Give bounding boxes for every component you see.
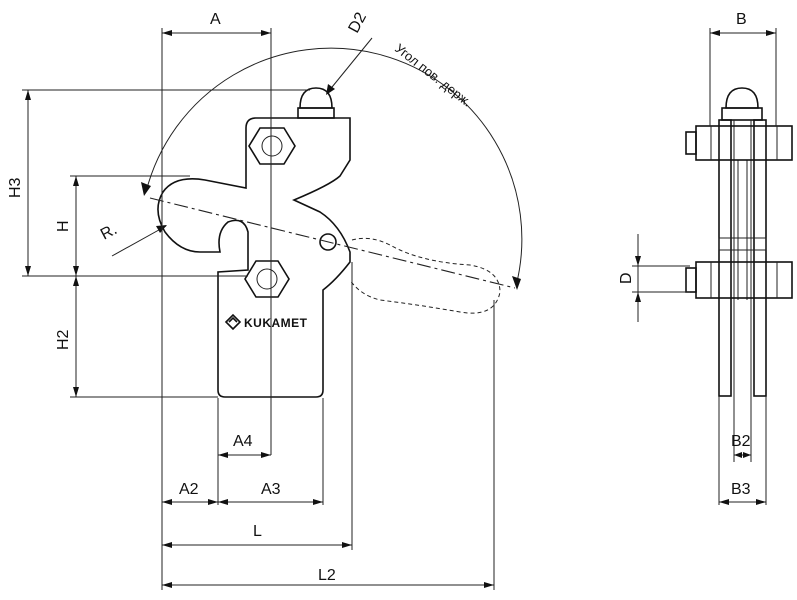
radius-leader [111,225,167,257]
d2-leader [327,37,373,93]
pivot-pin [319,233,337,251]
dim-label-h: H [55,220,72,232]
dim-a4-arrow-right [261,452,271,458]
dim-label-a3: A3 [261,481,281,498]
dim-label-l2: L2 [318,567,336,584]
side-plate-right [753,119,767,397]
arc-arrow-end [512,276,521,290]
lever-open-position [349,237,501,314]
dim-d-arrow-top [635,256,641,266]
dim-h-arrow-top [73,176,79,186]
dim-label-d2: D2 [346,10,371,36]
spindle-head [299,87,333,109]
dim-label-a: A [210,11,221,28]
dim-h-arrow-bottom [73,266,79,276]
dim-l2-arrow-right [484,582,494,588]
dim-l2-arrow-left [162,582,172,588]
side-plate-left [718,119,732,397]
d2-arrow [326,84,335,95]
upper-bolt-circle [261,135,283,157]
side-upper-thread [685,131,697,155]
side-upper-bolt [695,125,793,161]
dim-a-arrow-left [162,30,172,36]
kukamet-logo-mark [224,313,242,331]
dim-a2-arrow-right [208,499,218,505]
angle-note: Угол пов. держ. [392,41,475,110]
dim-a2-arrow-left [162,499,172,505]
spindle-nut [297,107,335,119]
dim-label-r: R. [98,221,120,244]
dim-b2-arrow-left [734,452,742,458]
arm-centerline [149,197,516,289]
dim-a3-arrow-right [313,499,323,505]
dim-label-h3: H3 [7,177,24,198]
upper-bolt-hex [248,127,296,165]
arc-arrow-start [141,182,151,196]
dim-label-b3: B3 [731,481,751,498]
dim-l-arrow-left [162,542,172,548]
dim-label-a4: A4 [233,433,253,450]
dim-label-b: B [736,11,747,28]
side-spindle-head [725,87,759,109]
dim-label-b2: B2 [731,433,751,450]
side-middle-band [718,237,767,251]
side-lower-bolt [695,261,793,299]
dim-b3-arrow-right [756,499,766,505]
dim-b3-arrow-left [719,499,729,505]
dim-label-d: D [618,272,635,284]
dim-label-l: L [253,523,262,540]
side-lower-thread [685,267,697,293]
dim-b2-arrow-right [743,452,751,458]
lower-bolt-hex [244,260,290,298]
clamp-body-outline [157,117,351,398]
dim-h2-arrow-top [73,276,79,286]
dim-a-arrow-right [261,30,271,36]
dim-b-arrow-right [766,30,776,36]
dim-h3-arrow-top [25,90,31,100]
side-view: B B2 B3 D [618,11,793,505]
dim-d-arrow-bottom [635,292,641,302]
side-spindle-nut [721,107,763,121]
kukamet-logo: KUKAMET [224,313,308,331]
dim-l-arrow-right [342,542,352,548]
dim-a4-arrow-left [218,452,228,458]
swing-arc [145,47,523,287]
dim-b-arrow-left [710,30,720,36]
dim-h2-arrow-bottom [73,387,79,397]
dim-h3-arrow-bottom [25,266,31,276]
front-view: A A4 A2 A3 L L2 H3 H [7,10,523,590]
lower-bolt-circle [256,268,278,290]
dim-label-a2: A2 [179,481,199,498]
dim-a3-arrow-left [218,499,228,505]
dim-label-h2: H2 [55,329,72,350]
kukamet-logo-text: KUKAMET [244,316,308,330]
